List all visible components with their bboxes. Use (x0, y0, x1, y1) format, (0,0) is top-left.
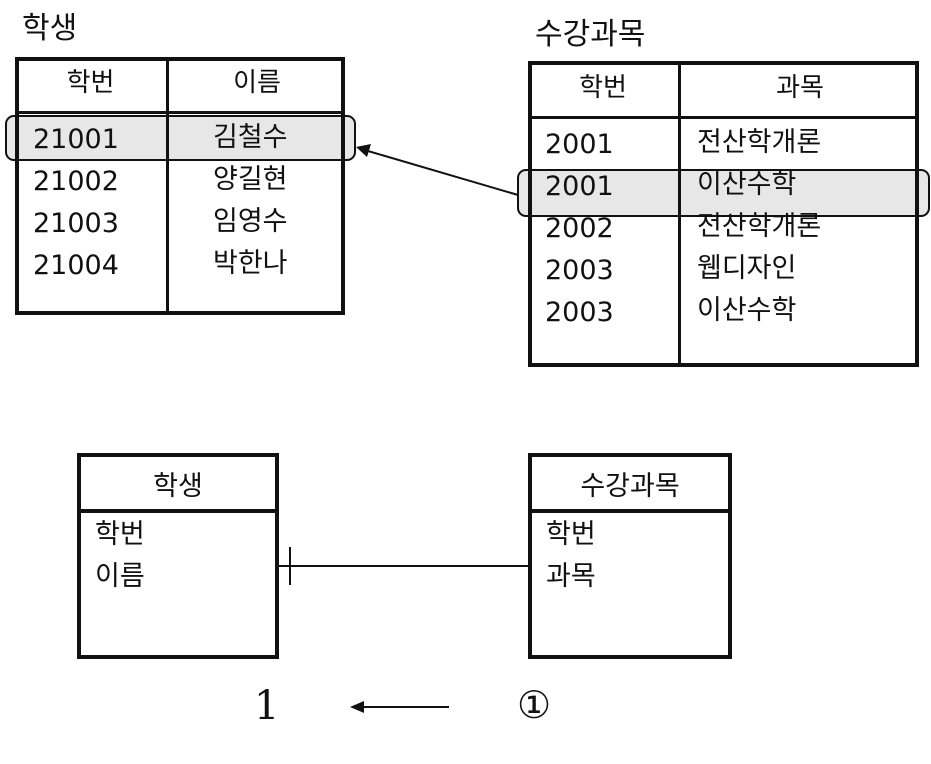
student-header-id: 학번 (66, 68, 115, 98)
student-entity-attr-id: 학번 (95, 519, 145, 550)
student-table-caption: 학생 (22, 11, 78, 46)
student-row-4-id: 21004 (33, 250, 119, 281)
enrollment-row-3-id: 2002 (545, 213, 614, 244)
enrollment-table (528, 61, 919, 367)
student-header-name: 이름 (233, 68, 281, 98)
student-table-header-divider (15, 111, 345, 114)
enrollment-table-caption: 수강과목 (535, 17, 646, 52)
enrollment-row-1-subject: 전산학개론 (697, 127, 822, 158)
student-entity-attr-name: 이름 (95, 561, 145, 592)
enrollment-row-4-id: 2003 (545, 255, 614, 286)
enrollment-entity-attr-id: 학번 (546, 519, 596, 550)
student-table (15, 57, 345, 315)
enrollment-row-5-subject: 이산수학 (697, 295, 797, 326)
cardinality-right-blank: ① (517, 683, 552, 727)
enrollment-table-column-divider (678, 61, 681, 367)
enrollment-row-4-subject: 웹디자인 (697, 253, 797, 284)
enrollment-header-id: 학번 (579, 73, 627, 103)
enrollment-row-2-subject: 이산수학 (697, 169, 797, 200)
student-row-3-id: 21003 (33, 208, 119, 239)
enrollment-row-2-id: 2001 (545, 171, 614, 202)
enrollment-header-subject: 과목 (776, 73, 824, 103)
enrollment-row-3-subject: 전산학개론 (697, 211, 822, 242)
student-row-1-name: 김철수 (213, 122, 288, 153)
student-row-4-name: 박한나 (213, 248, 288, 279)
cardinality-left-label: 1 (254, 683, 280, 729)
enrollment-row-highlight (517, 169, 930, 217)
student-table-column-divider (166, 57, 169, 315)
enrollment-row-5-id: 2003 (545, 297, 614, 328)
student-row-3-name: 임영수 (213, 206, 288, 237)
enrollment-entity-title: 수강과목 (532, 457, 728, 513)
student-row-2-id: 21002 (33, 166, 119, 197)
student-row-2-name: 양길현 (213, 164, 288, 195)
student-row-highlight (5, 115, 356, 161)
student-entity-title: 학생 (81, 457, 275, 513)
enrollment-table-header-divider (528, 116, 919, 119)
enrollment-entity-attr-subject: 과목 (546, 561, 596, 592)
enrollment-row-1-id: 2001 (545, 129, 614, 160)
student-entity: 학생 (77, 453, 279, 659)
enrollment-entity: 수강과목 (528, 453, 732, 659)
student-row-1-id: 21001 (33, 124, 119, 155)
